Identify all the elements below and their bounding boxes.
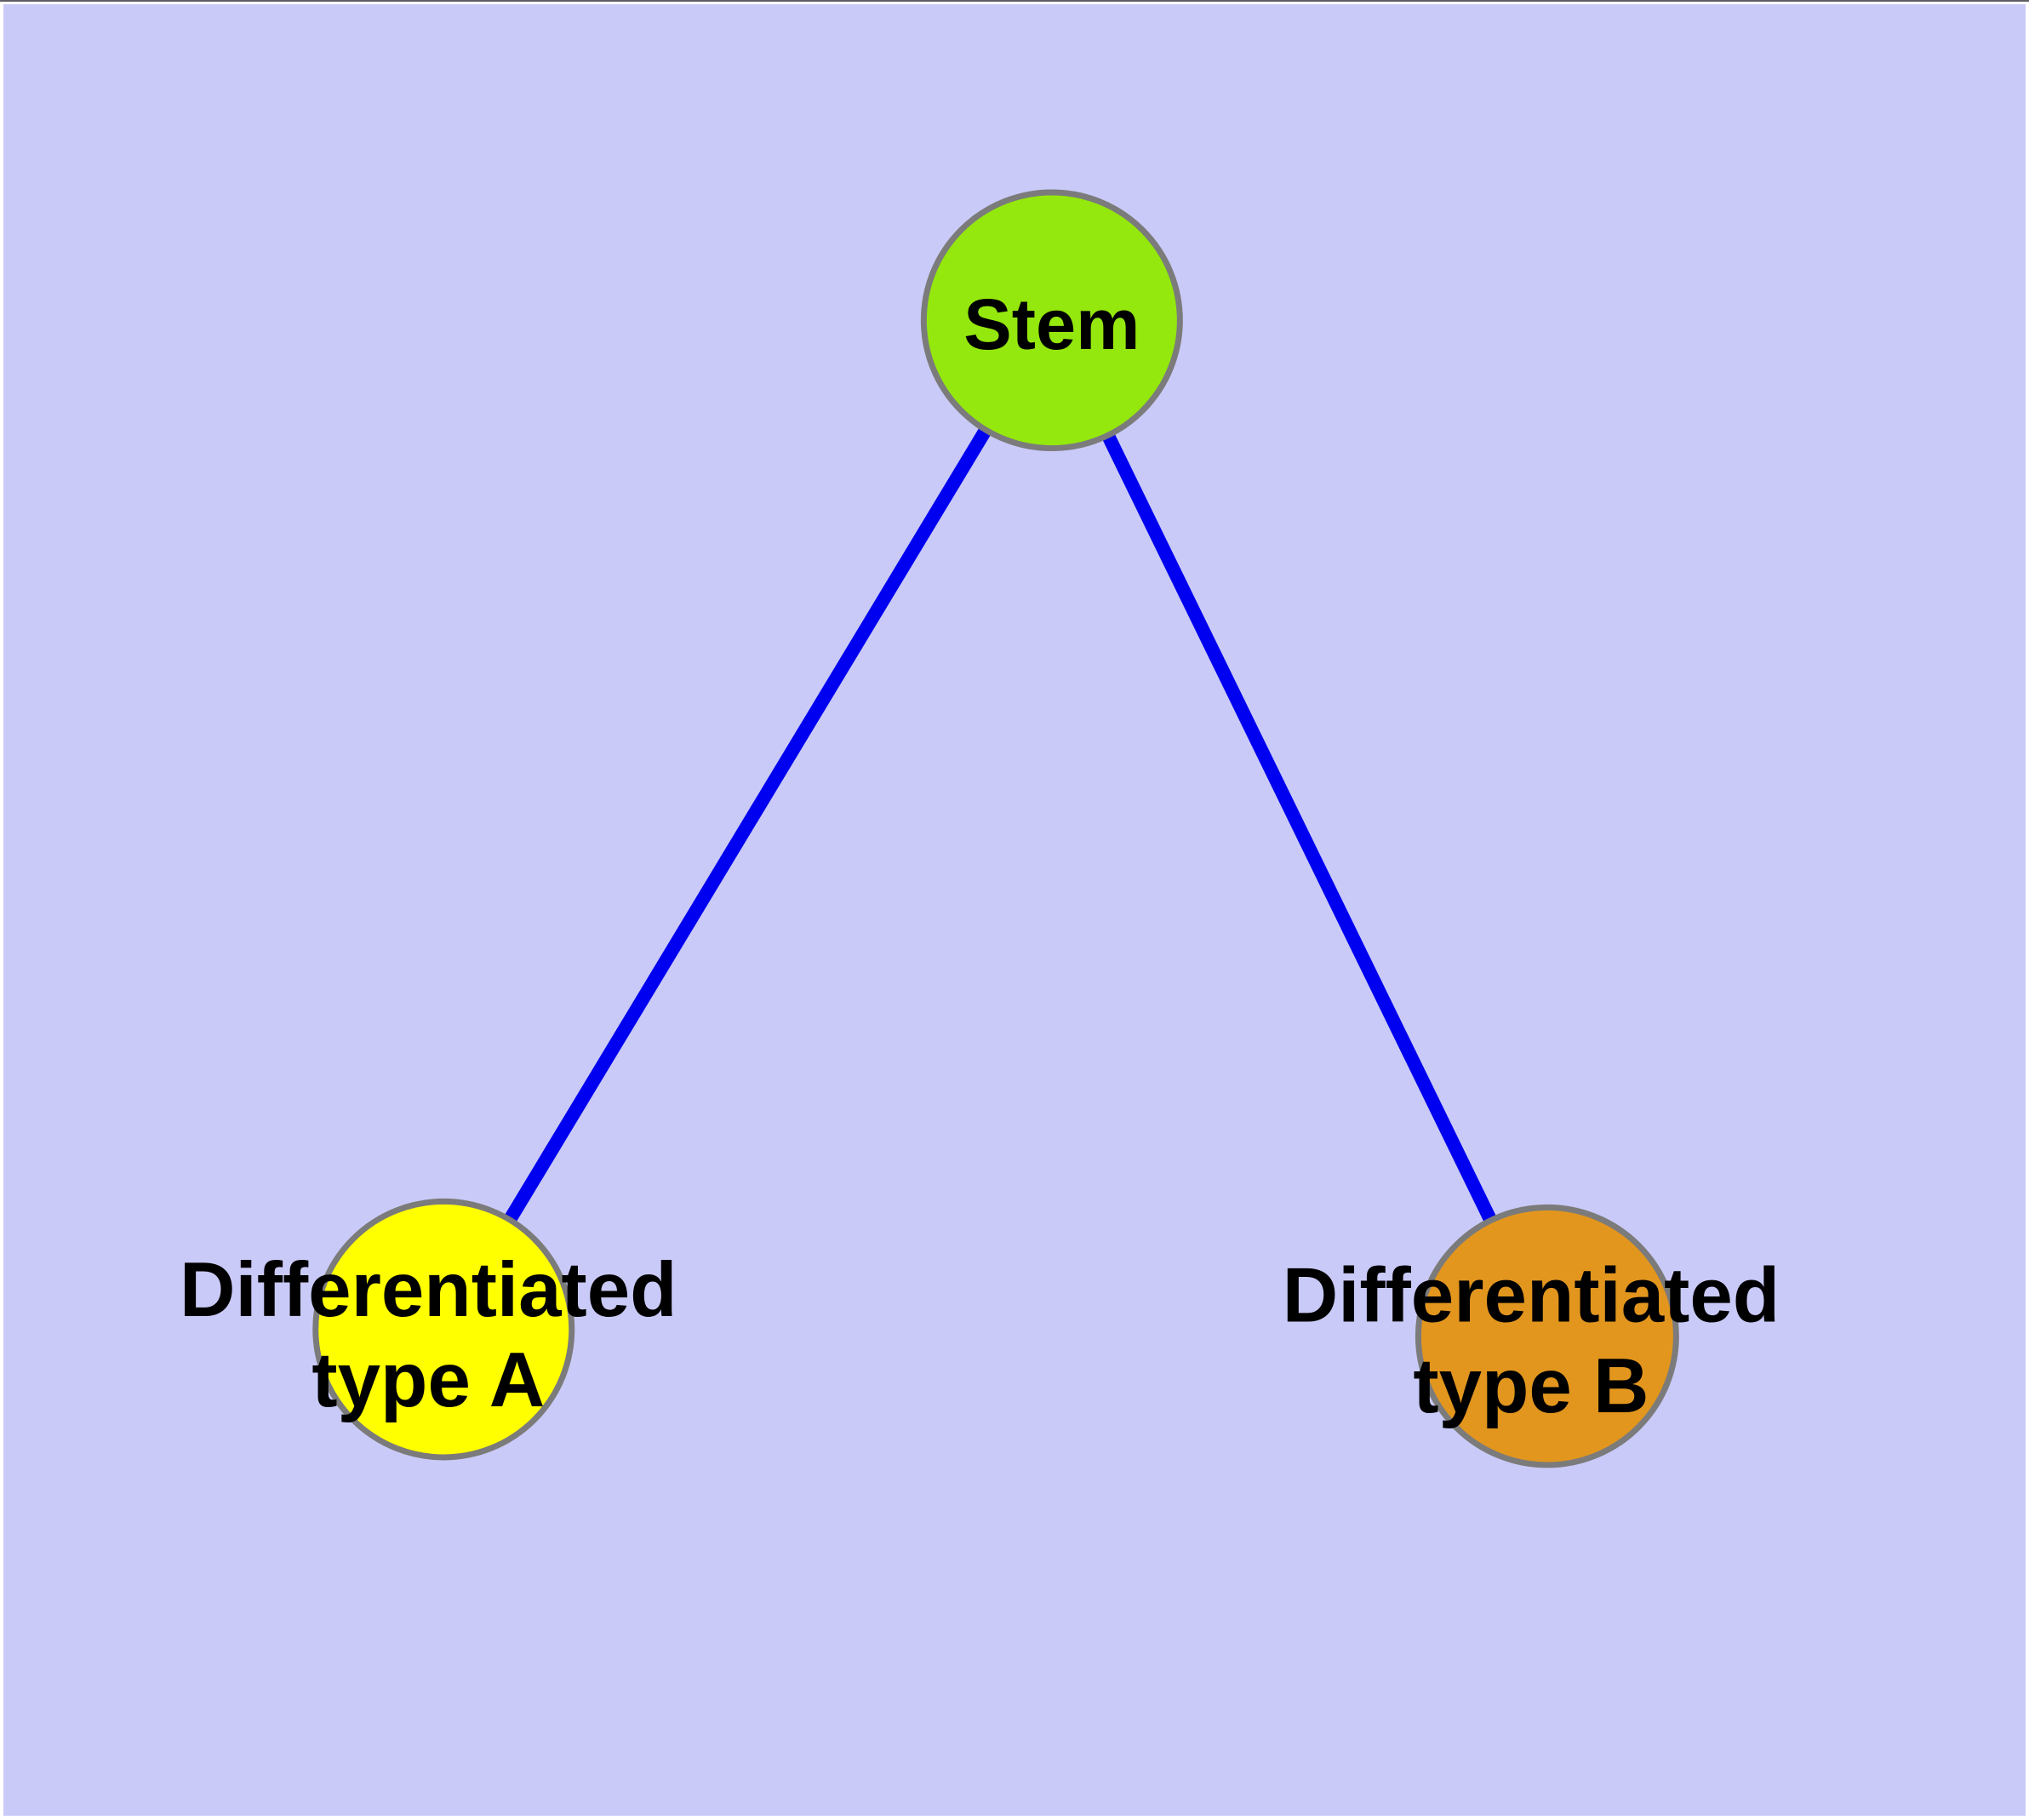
edge-stem-to-type-a	[437, 317, 1058, 1333]
graph-figure: Stem Differentiated type A Differentiate…	[180, 189, 1780, 1468]
node-type-b-label-line1: Differentiated	[1283, 1253, 1780, 1339]
node-differentiated-type-b	[1415, 1204, 1679, 1468]
node-stem-label: Stem	[963, 283, 1140, 364]
node-differentiated-type-a	[312, 1198, 575, 1461]
node-type-a-label-line1: Differentiated	[180, 1247, 677, 1333]
node-stem	[920, 189, 1183, 452]
plot-background: Stem Differentiated type A Differentiate…	[3, 4, 2026, 1816]
node-type-b-label-line2: type B	[1413, 1343, 1649, 1429]
node-type-a-label-line2: type A	[311, 1337, 545, 1423]
edge-stem-to-type-b	[1045, 317, 1554, 1340]
window-top-edge	[0, 0, 2029, 2]
